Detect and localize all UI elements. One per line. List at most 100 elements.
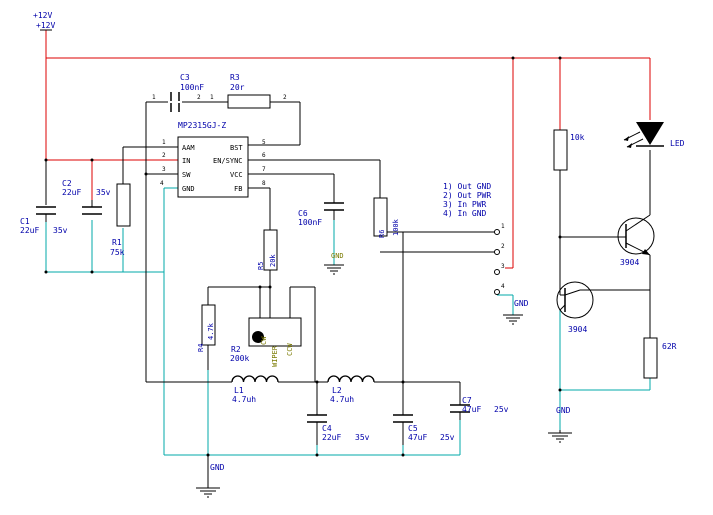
capacitor-c4: C4 22uF 35v bbox=[307, 414, 370, 445]
r6-value: 100k bbox=[392, 218, 400, 236]
ic-pin-num-6: 6 bbox=[262, 152, 266, 159]
c7-value: 47uF bbox=[462, 405, 481, 414]
connector-legend-2: 2) Out PWR bbox=[443, 191, 491, 200]
c7-voltage: 25v bbox=[494, 405, 509, 414]
supply-label-sub: +12V bbox=[36, 21, 55, 30]
led-triangle-icon bbox=[636, 122, 664, 145]
c6-gnd-label: GND bbox=[331, 252, 344, 260]
r3-value: 20r bbox=[230, 83, 245, 92]
c7-ref: C7 bbox=[462, 396, 472, 405]
c6-ref: C6 bbox=[298, 209, 308, 218]
ic-pin-name-in: IN bbox=[182, 157, 190, 165]
capacitor-c1: C1 22uF 35v bbox=[20, 160, 68, 235]
transistor-q2: 3904 bbox=[556, 281, 594, 334]
gnd-label-right: GND bbox=[556, 406, 571, 415]
inductor-l2 bbox=[327, 375, 375, 383]
c4-voltage: 35v bbox=[355, 433, 370, 442]
connector-terminal-1[interactable] bbox=[494, 229, 500, 235]
ic-pin-num-2: 2 bbox=[162, 152, 166, 159]
connector-gnd-label: GND bbox=[514, 299, 529, 308]
connector-legend-4: 4) In GND bbox=[443, 209, 487, 218]
ground-symbol-connector bbox=[503, 314, 523, 325]
r3-pin-2: 2 bbox=[283, 94, 287, 101]
connector-pin-num-3: 3 bbox=[501, 263, 505, 270]
capacitor-c3: C3 100nF 1 2 bbox=[152, 73, 204, 112]
l2-value: 4.7uh bbox=[330, 395, 354, 404]
ic-pin-name-en-sync: EN/SYNC bbox=[213, 157, 243, 165]
r2-value: 200k bbox=[230, 354, 249, 363]
r1-ref: R1 bbox=[112, 238, 122, 247]
resistor-10k: 10k bbox=[553, 129, 585, 171]
c4-ref: C4 bbox=[322, 424, 332, 433]
ic-mp2315: MP2315GJ-Z AAM IN SW GND BST EN/SYNC VCC… bbox=[160, 121, 266, 198]
ic-pin-name-bst: BST bbox=[230, 144, 243, 152]
connector-terminal-4[interactable] bbox=[494, 289, 500, 295]
connector-terminal-2[interactable] bbox=[494, 249, 500, 255]
l2-ref: L2 bbox=[332, 386, 342, 395]
q2-value: 3904 bbox=[568, 325, 587, 334]
c5-ref: C5 bbox=[408, 424, 418, 433]
gnd-label-main: GND bbox=[210, 463, 225, 472]
led-symbol: LED bbox=[623, 122, 685, 148]
q1-value: 3904 bbox=[620, 258, 639, 267]
ic-pin-name-gnd: GND bbox=[182, 185, 195, 193]
resistor-r3: R3 20r 1 2 bbox=[210, 73, 287, 109]
ic-pin-num-4: 4 bbox=[160, 180, 164, 187]
c3-pin-2: 2 bbox=[197, 94, 201, 101]
r2-ccw: CCW bbox=[286, 343, 294, 356]
c6-value: 100nF bbox=[298, 218, 322, 227]
led-label: LED bbox=[670, 139, 685, 148]
supply-label-top: +12V bbox=[33, 11, 52, 20]
ic-pin-num-1: 1 bbox=[162, 139, 166, 146]
ic-pin-name-vcc: VCC bbox=[230, 171, 243, 179]
supply-symbol: +12V +12V bbox=[33, 11, 55, 31]
capacitor-c2: C2 22uF 35v bbox=[62, 179, 111, 215]
c3-pin-1: 1 bbox=[152, 94, 156, 101]
connector-pin-num-4: 4 bbox=[501, 283, 505, 290]
ic-pin-num-5: 5 bbox=[262, 139, 266, 146]
connector-legend-3: 3) In PWR bbox=[443, 200, 487, 209]
r1-value: 75k bbox=[110, 248, 125, 257]
r-10k-value: 10k bbox=[570, 133, 585, 142]
ic-pin-name-fb: FB bbox=[234, 185, 242, 193]
capacitor-c5: C5 47uF 25v bbox=[393, 414, 455, 445]
potentiometer-r2: R2 200k WIPER CCW CW bbox=[230, 317, 302, 367]
resistor-r4: R4 4.7k bbox=[197, 304, 216, 352]
connector-legend-1: 1) Out GND bbox=[443, 182, 491, 191]
r6-ref: R6 bbox=[378, 230, 386, 238]
r4-value: 4.7k bbox=[207, 322, 215, 340]
c3-value: 100nF bbox=[180, 83, 204, 92]
signal-wires bbox=[122, 101, 651, 415]
ic-pin-num-8: 8 bbox=[262, 180, 266, 187]
ground-symbol-right bbox=[548, 430, 572, 443]
connector-terminals bbox=[494, 229, 500, 295]
c1-voltage: 35v bbox=[53, 226, 68, 235]
r2-wiper: WIPER bbox=[271, 345, 279, 367]
connector-terminal-3[interactable] bbox=[494, 269, 500, 275]
ground-symbol-main bbox=[196, 455, 220, 498]
c2-voltage: 35v bbox=[96, 188, 111, 197]
r2-cw: CW bbox=[260, 336, 268, 345]
ic-name: MP2315GJ-Z bbox=[178, 121, 226, 130]
resistor-r6: R6 100k bbox=[373, 197, 400, 238]
c5-value: 47uF bbox=[408, 433, 427, 442]
power-rail-wires bbox=[45, 30, 651, 269]
c1-value: 22uF bbox=[20, 226, 39, 235]
connector-pin-num-2: 2 bbox=[501, 243, 505, 250]
c3-ref: C3 bbox=[180, 73, 190, 82]
c1-ref: C1 bbox=[20, 217, 30, 226]
ic-pin-num-3: 3 bbox=[162, 166, 166, 173]
r3-pin-1: 1 bbox=[210, 94, 214, 101]
ic-pin-name-aam: AAM bbox=[182, 144, 195, 152]
resistor-r5: R5 20k bbox=[257, 229, 278, 271]
r5-value: 20k bbox=[269, 254, 277, 267]
resistor-62r: 62R bbox=[643, 337, 677, 379]
ground-symbol-c6 bbox=[324, 264, 344, 275]
r5-ref: R5 bbox=[257, 262, 265, 270]
capacitor-c7: C7 47uF 25v bbox=[450, 396, 509, 420]
l1-value: 4.7uh bbox=[232, 395, 256, 404]
connector-pin-num-1: 1 bbox=[501, 223, 505, 230]
inductor-l1 bbox=[231, 375, 279, 383]
c4-value: 22uF bbox=[322, 433, 341, 442]
resistor-r1: R1 75k bbox=[110, 183, 131, 257]
